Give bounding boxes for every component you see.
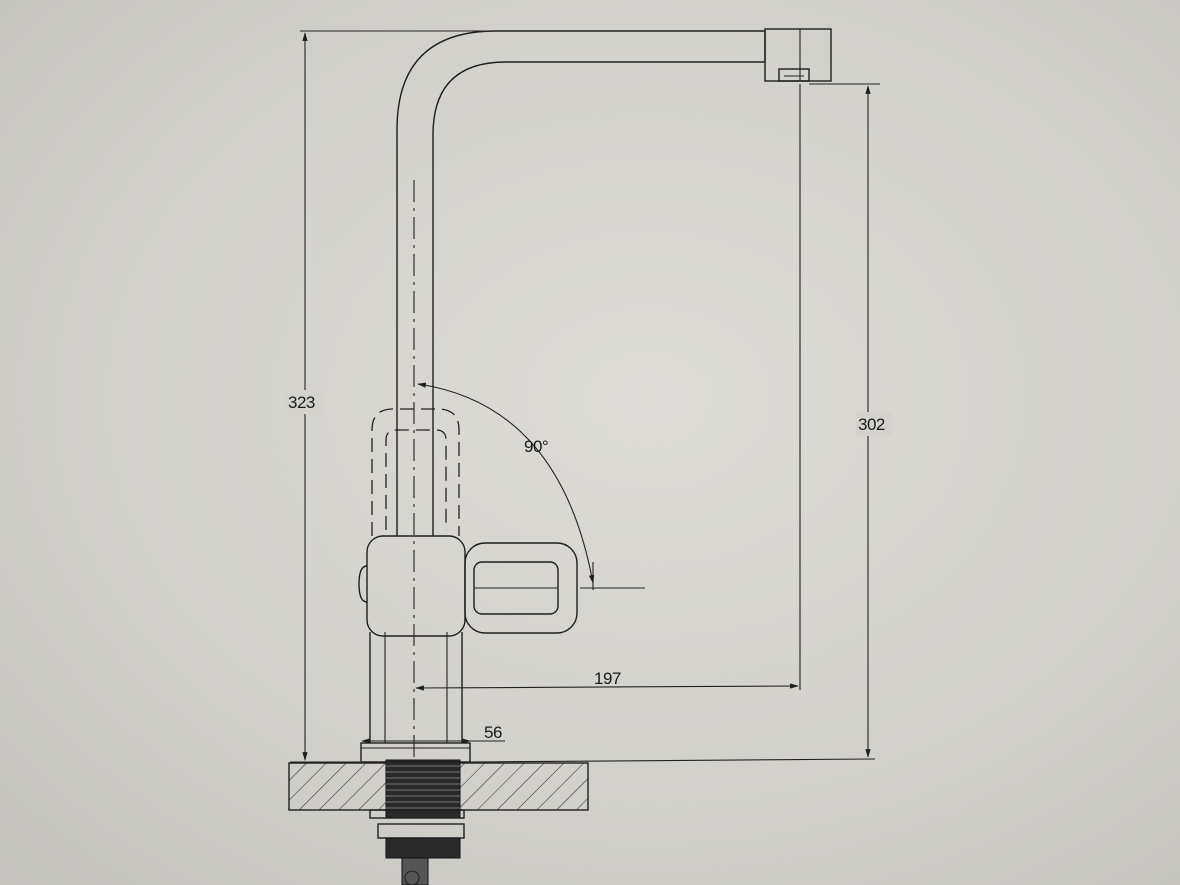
spout — [396, 28, 832, 536]
lever-handle-raised — [371, 408, 460, 536]
spout-height-dimension: 302 — [469, 83, 892, 763]
total-height-dimension: 323 — [286, 30, 496, 763]
base-flange — [360, 742, 471, 763]
total-height-label: 323 — [288, 393, 315, 412]
angle-dimension-label: 90° — [524, 437, 548, 456]
spout-height-label: 302 — [858, 415, 885, 434]
angle-dimension: 90° — [417, 382, 595, 590]
centerline — [413, 180, 645, 760]
spout-reach-label: 197 — [594, 669, 621, 688]
faucet-body — [369, 632, 463, 743]
base-diameter-label: 56 — [484, 723, 502, 742]
base-diameter-dimension: 56 — [361, 723, 505, 744]
spout-reach-dimension: 197 — [415, 84, 801, 691]
lever-handle — [464, 542, 578, 634]
mixer-body — [358, 535, 466, 637]
threaded-shank — [369, 759, 465, 885]
